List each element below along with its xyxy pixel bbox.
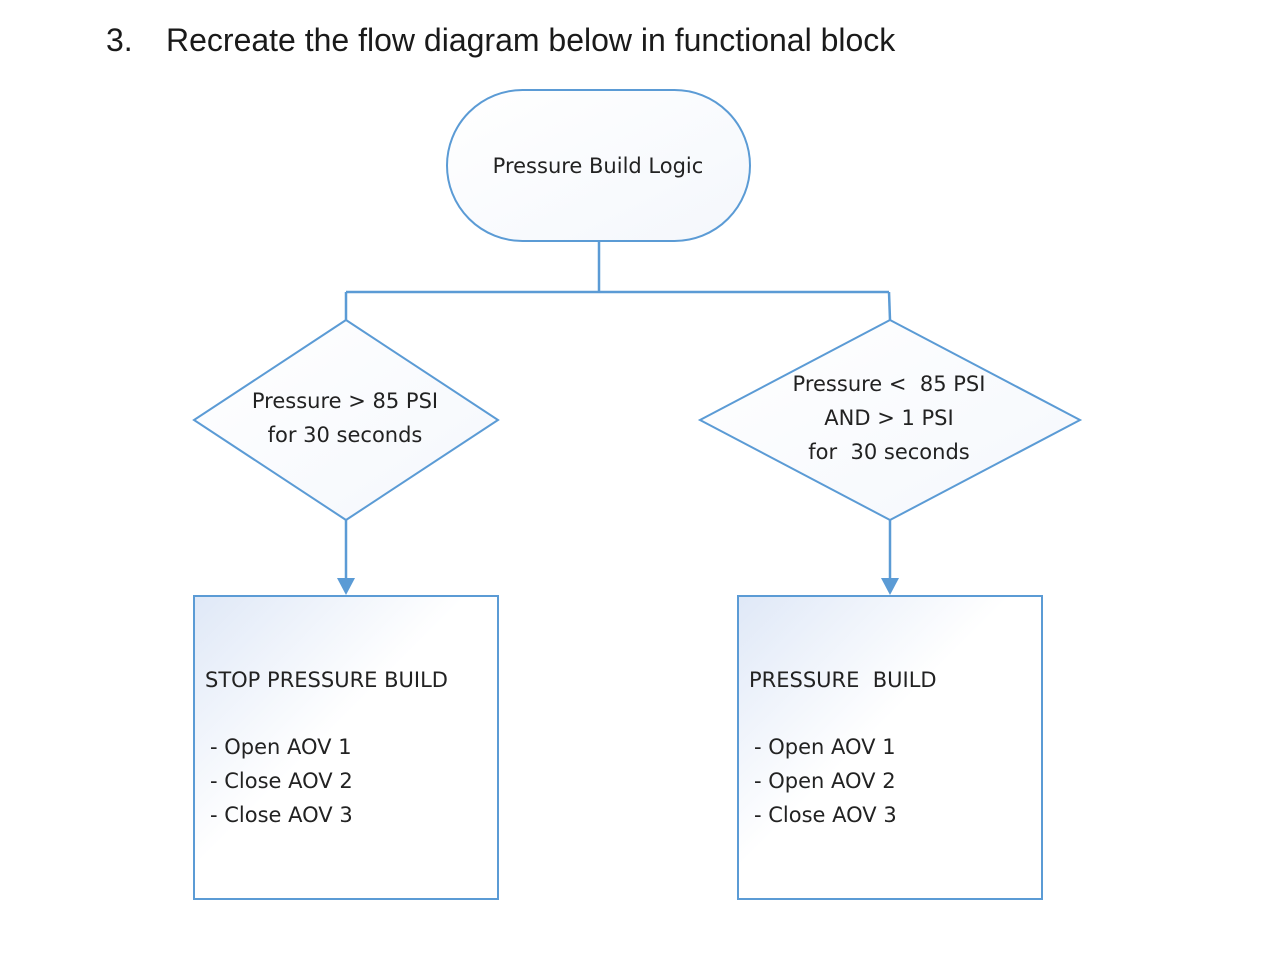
- decision-left-line-2: for 30 seconds: [268, 423, 423, 447]
- decision-right-node: Pressure < 85 PSI AND > 1 PSI for 30 sec…: [697, 318, 1083, 522]
- action-left-item-2: - Close AOV 2: [210, 769, 353, 793]
- action-right-item-3: - Close AOV 3: [754, 803, 897, 827]
- start-terminator-shape: [446, 89, 751, 242]
- action-right-title: PRESSURE BUILD: [749, 668, 937, 692]
- decision-left-shape: [192, 318, 500, 522]
- start-node: Pressure Build Logic: [446, 89, 751, 242]
- decision-left-line-1: Pressure > 85 PSI: [252, 389, 438, 413]
- decision-right-line-2: AND > 1 PSI: [824, 406, 953, 430]
- decision-right-shape: [697, 318, 1083, 522]
- action-right-item-1: - Open AOV 1: [754, 735, 896, 759]
- action-right-item-2: - Open AOV 2: [754, 769, 896, 793]
- decision-right-line-3: for 30 seconds: [808, 440, 969, 464]
- action-right-node: PRESSURE BUILD - Open AOV 1 - Open AOV 2…: [737, 595, 1043, 900]
- action-left-shape: [193, 595, 499, 900]
- arrowhead-right: [881, 578, 899, 595]
- action-right-shape: [737, 595, 1043, 900]
- question-number: 3.: [106, 22, 133, 58]
- arrowhead-left: [337, 578, 355, 595]
- question-heading: 3. Recreate the flow diagram below in fun…: [106, 18, 895, 62]
- decision-left-node: Pressure > 85 PSI for 30 seconds: [192, 318, 500, 522]
- question-text: Recreate the flow diagram below in funct…: [166, 22, 896, 58]
- decision-right-line-1: Pressure < 85 PSI: [793, 372, 986, 396]
- action-left-item-1: - Open AOV 1: [210, 735, 352, 759]
- action-left-item-3: - Close AOV 3: [210, 803, 353, 827]
- action-left-node: STOP PRESSURE BUILD - Open AOV 1 - Close…: [193, 595, 499, 900]
- start-label: Pressure Build Logic: [493, 154, 704, 178]
- connector-right-down: [887, 291, 892, 321]
- connectors: [337, 242, 899, 595]
- action-left-title: STOP PRESSURE BUILD: [205, 668, 448, 692]
